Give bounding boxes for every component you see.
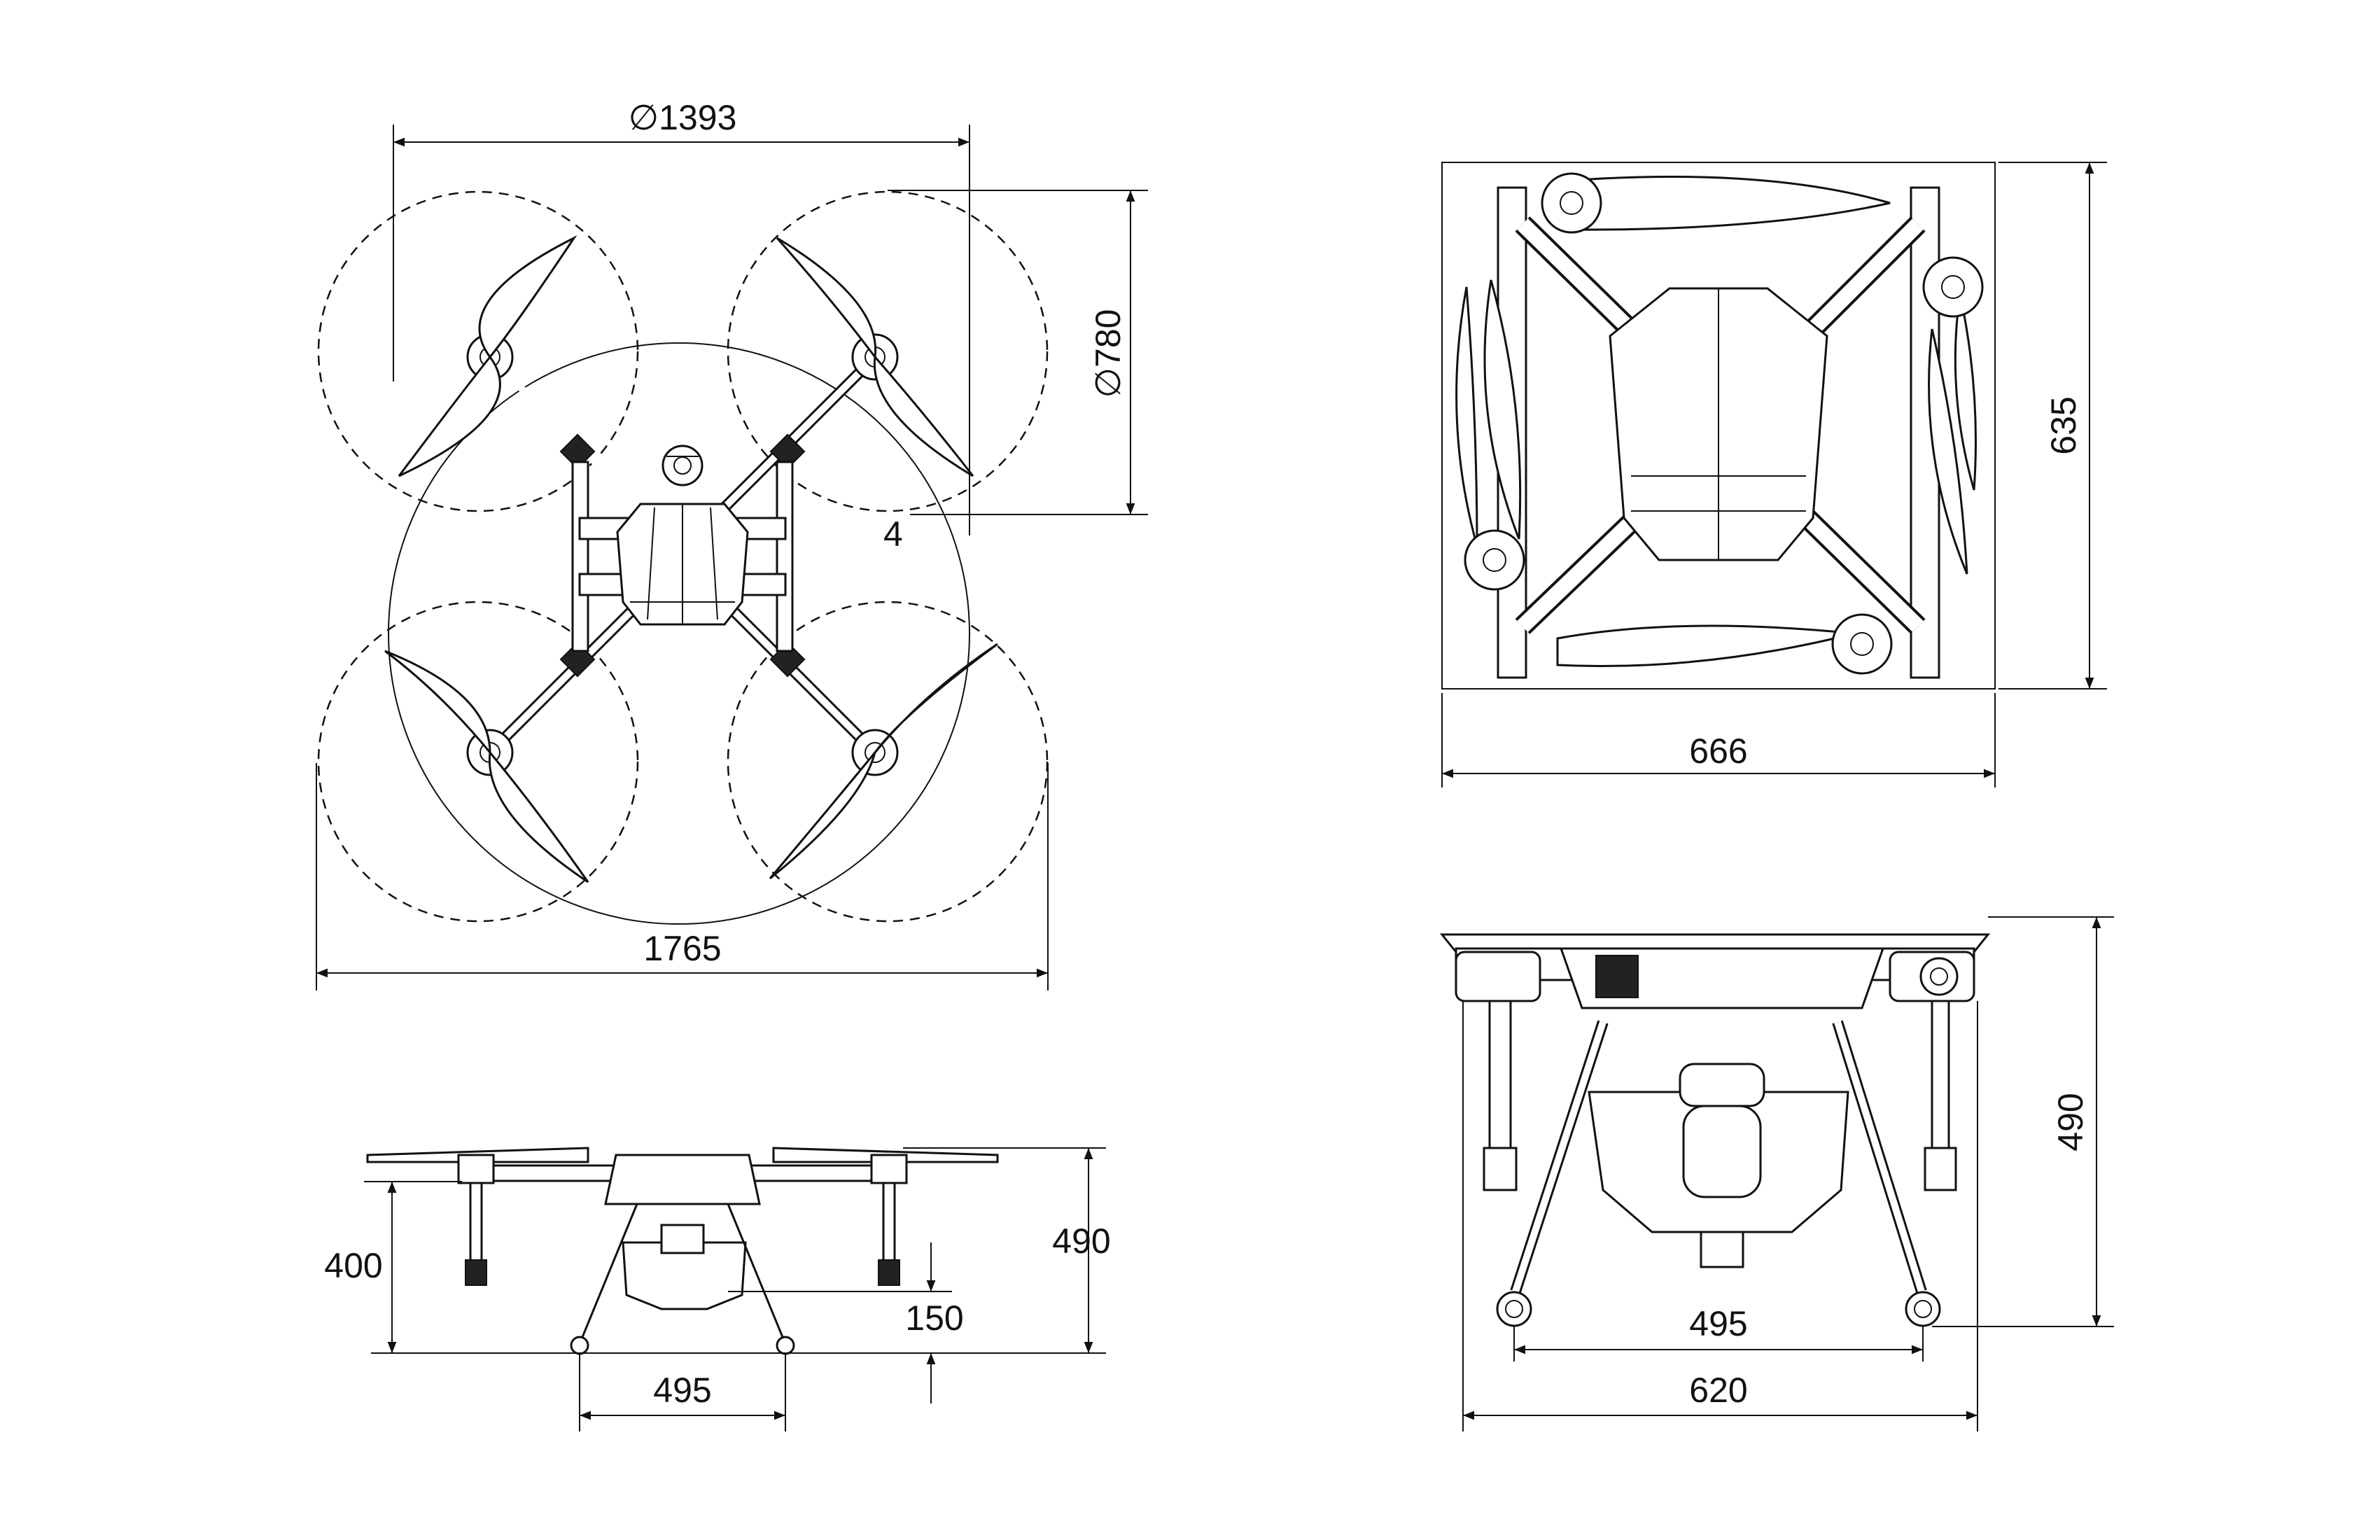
folded-view: 666 635 [1441, 162, 2107, 788]
dim-label-front-overall-height: 490 [2051, 1093, 2090, 1151]
dim-label-folded-height: 635 [2044, 396, 2083, 454]
folded-blade-top [1567, 175, 1891, 231]
dim-label-front-leg-spacing: 495 [1689, 1304, 1747, 1343]
dim-overall-width: 1765 [316, 763, 1049, 990]
side-tank [622, 1241, 747, 1310]
dim-label-side-overall-height: 490 [1052, 1222, 1110, 1261]
rotor-span-circle [388, 342, 970, 925]
folded-blade-left-2 [1483, 279, 1522, 540]
dim-label-side-leg-spacing: 495 [653, 1371, 711, 1410]
gps-module [662, 444, 704, 486]
dim-side-arm-height: 400 [324, 1181, 462, 1353]
front-view: 490 495 620 [1439, 916, 2114, 1432]
side-fuselage [604, 1154, 761, 1205]
prop-circle-front-right [727, 190, 1049, 512]
landing-frame [571, 461, 794, 652]
folded-blade-right-2 [1954, 293, 1977, 491]
dim-label-side-ground-clearance: 150 [905, 1298, 963, 1338]
prop-circle-rear-left [317, 601, 639, 923]
dim-side-leg-spacing: 495 [579, 1354, 786, 1432]
top-view: ∅1393 ∅780 4 1765 [316, 98, 1148, 990]
dim-label-rotor-circle: ∅1393 [629, 98, 737, 137]
dim-front-overall-height: 490 [1932, 916, 2114, 1327]
folded-bounding-box [1441, 162, 1996, 690]
side-view: 400 490 150 495 [324, 1147, 1111, 1432]
dim-label-overall-width: 1765 [643, 929, 721, 968]
dim-label-folded-width: 666 [1689, 732, 1747, 771]
arm-joints [559, 433, 806, 678]
folded-blade-bottom [1556, 624, 1856, 668]
dim-front-leg-spacing: 495 [1513, 1304, 1924, 1362]
dim-rotor-circle: ∅1393 [393, 98, 970, 536]
dim-folded-width: 666 [1441, 693, 1996, 788]
dim-label-front-overall-width: 620 [1689, 1371, 1747, 1410]
prop-circle-front-left [317, 190, 639, 512]
folded-blade-right [1928, 328, 1968, 575]
dim-side-ground-clearance: 150 [728, 1242, 964, 1404]
dim-propeller: ∅780 4 [883, 190, 1148, 554]
dim-front-overall-width: 620 [1462, 1001, 1978, 1432]
dim-side-overall-height: 490 [903, 1147, 1111, 1353]
prop-circle-rear-right [727, 601, 1049, 923]
dim-label-propeller: ∅780 [1088, 309, 1128, 398]
folded-blade-left [1455, 286, 1478, 547]
propeller-blades [384, 235, 998, 883]
dim-label-side-arm-height: 400 [324, 1246, 382, 1285]
dim-callout: 4 [883, 514, 903, 554]
dim-folded-height: 635 [1998, 162, 2107, 690]
front-fuselage [1559, 947, 1885, 1009]
